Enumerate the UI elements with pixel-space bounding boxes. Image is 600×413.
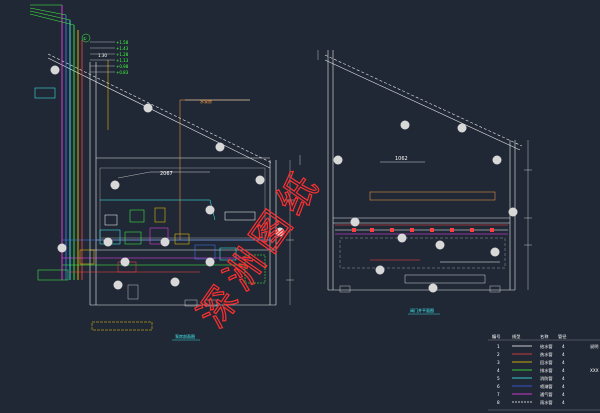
legend-row: 8 雨水管 4 [497,399,565,406]
svg-text:3: 3 [497,360,500,365]
legend-header-num: 编号 [492,333,500,340]
svg-text:4: 4 [562,392,565,397]
svg-text:4: 4 [562,344,565,349]
elevation-label: +0.83 [116,70,129,75]
svg-text:7: 7 [497,392,500,397]
pump-equipment [34,87,266,331]
svg-text:8: 8 [497,400,500,405]
equipment-box [184,299,198,307]
svg-text:4: 4 [497,368,500,373]
axis-marker-text: ① [83,36,87,41]
legend-header-size: 管径 [558,333,566,340]
svg-text:6: 6 [497,384,500,389]
legend-row: 1 给水管 4 [497,343,565,350]
svg-text:喷淋管: 喷淋管 [540,383,553,390]
svg-text:4: 4 [562,368,565,373]
legend-table: 编号 线型 名称 管径 说明 XXX 1 给水管 4 2 热水管 4 3 回水管… [488,333,600,411]
beam-outline [369,191,496,201]
legend-row: 3 回水管 4 [497,359,565,366]
room-label-right: 1062 [395,156,408,162]
legend-side-note: XXX [590,368,599,373]
watermark-text: 深洲图纸 [189,159,331,335]
svg-text:通气管: 通气管 [540,391,553,398]
legend-row: 6 喷淋管 4 [497,383,565,390]
svg-text:4: 4 [562,360,565,365]
svg-text:回水管: 回水管 [540,359,553,366]
elevation-label: +1.58 [116,40,129,45]
svg-text:5: 5 [497,376,500,381]
left-annotations [90,41,250,179]
svg-text:2: 2 [497,352,500,357]
right-valves [352,228,494,232]
left-caption: 泵房剖面图 [175,333,195,339]
right-section-drawing [317,50,532,293]
equipment-box [127,284,139,300]
elevation-label: +1.43 [116,46,129,51]
svg-text:热水管: 热水管 [540,351,553,358]
legend-side-note: 说明 [590,343,598,350]
right-caption: 阀门井平面图 [410,307,434,313]
legend-header-line: 线型 [512,333,520,339]
drawing-markers-left [50,65,285,290]
svg-text:给水管: 给水管 [540,343,553,350]
watermark: 深洲图纸 [189,159,332,336]
pump-room-outline [99,167,266,239]
legend-header-name: 名称 [540,333,548,340]
legend-row: 2 热水管 4 [497,351,565,358]
svg-text:4: 4 [562,352,565,357]
legend-row: 4 排水管 4 [497,367,565,374]
roof-line-dashed [47,53,273,164]
elevation-texts: +1.58 +1.43 +1.28 +1.13 +0.98 +0.83 [116,40,129,75]
svg-text:1: 1 [497,344,500,349]
roof-line [47,57,271,169]
svg-text:雨水管: 雨水管 [540,399,553,406]
svg-text:4: 4 [562,400,565,405]
axis-marker-circle [81,33,91,43]
legend-row: 5 消防管 4 [497,375,565,382]
roof-line-right [324,59,521,151]
svg-text:排水管: 排水管 [540,367,553,374]
dimension-label: 1.30 [98,53,107,58]
svg-text:4: 4 [562,376,565,381]
drawing-markers-right [333,120,518,293]
legend-row: 7 通气管 4 [497,391,565,398]
upper-note: 水泵房 [200,98,212,104]
elevation-label: +1.13 [116,58,129,63]
svg-text:消防管: 消防管 [540,375,553,382]
equipment-box [204,299,218,307]
elevation-label: +0.98 [116,64,129,69]
right-pipes [335,224,508,263]
room-label-left: 2067 [160,171,173,177]
elevation-label: +1.28 [116,52,129,57]
svg-text:4: 4 [562,384,565,389]
